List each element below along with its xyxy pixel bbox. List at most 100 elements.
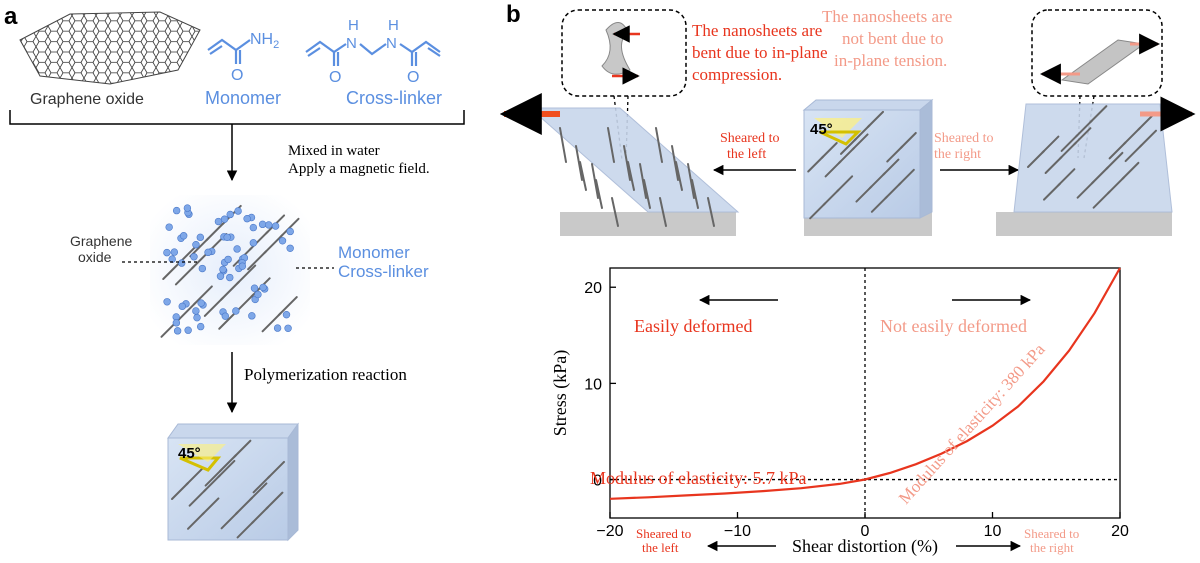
bottom-right-label1: Sheared to bbox=[1024, 526, 1079, 541]
crosslinker-o2: O bbox=[407, 69, 419, 86]
nanosheet-line bbox=[886, 145, 904, 163]
x-tick-label: 20 bbox=[1111, 523, 1129, 540]
crosslinker-n1: N bbox=[346, 35, 357, 52]
bottom-right-label2: the right bbox=[1030, 540, 1074, 555]
go-side-label2: oxide bbox=[78, 249, 112, 265]
nanosheet-line bbox=[820, 142, 838, 159]
monomer-dot bbox=[278, 237, 287, 245]
left-sheared-block bbox=[528, 107, 740, 236]
monomer-dot bbox=[197, 299, 205, 307]
nanosheet-line bbox=[1041, 135, 1060, 154]
notbent-line3: in-plane tension. bbox=[834, 51, 947, 70]
left-modulus-label: Modulus of elasticity: 5.7 kPa bbox=[590, 468, 806, 488]
nanosheet-line bbox=[591, 163, 599, 199]
nanosheet-line bbox=[659, 197, 667, 227]
monomer-dot bbox=[193, 313, 201, 322]
nanosheet-line bbox=[236, 264, 257, 285]
crosslinker-h1: H bbox=[348, 17, 359, 34]
nanosheet-line bbox=[203, 296, 224, 317]
dispersion-cluster bbox=[150, 195, 310, 345]
monomer-dot bbox=[173, 327, 182, 335]
monomer-dot bbox=[271, 222, 280, 230]
monomer-dot bbox=[254, 290, 262, 299]
monomer-dot bbox=[221, 312, 230, 320]
nanosheet-line bbox=[1091, 166, 1109, 185]
nanosheet-line bbox=[265, 491, 284, 510]
panel-b-label: b bbox=[506, 1, 521, 28]
nanosheet-line bbox=[277, 296, 298, 317]
easily-label: Easily deformed bbox=[634, 316, 752, 336]
monomer-dot bbox=[196, 233, 205, 242]
monomer-dot bbox=[234, 207, 242, 215]
center-block: 45° bbox=[802, 98, 934, 236]
nanosheet-line bbox=[882, 158, 900, 176]
nanosheet-line bbox=[559, 127, 567, 163]
nanosheet-line bbox=[675, 161, 683, 191]
monomer-dot bbox=[183, 204, 192, 212]
reagent-bracket bbox=[9, 110, 465, 125]
nanosheet-line bbox=[627, 161, 635, 191]
nanosheet-line bbox=[639, 163, 647, 199]
nanosheet-line bbox=[201, 497, 220, 516]
monomer-dot bbox=[192, 241, 200, 249]
monomer-nh2: NH2 bbox=[250, 31, 279, 51]
monomer-dot bbox=[249, 223, 258, 232]
go-label: Graphene oxide bbox=[30, 91, 144, 108]
monomer-dot bbox=[238, 262, 247, 270]
nanosheet-line bbox=[868, 172, 886, 190]
right-modulus-label: Modulus of elasticity: 380 kPa bbox=[895, 340, 1049, 508]
nanosheet-line bbox=[249, 482, 268, 501]
nanosheet-line bbox=[1060, 133, 1079, 152]
nanosheet-line bbox=[855, 185, 873, 203]
monomer-dot bbox=[286, 244, 294, 252]
bottom-left-label2: the left bbox=[642, 540, 679, 555]
nanosheet-line bbox=[174, 265, 195, 286]
bent-line1: The nanosheets are bbox=[692, 21, 822, 40]
graphene-oxide-sheet bbox=[19, 11, 201, 85]
nanosheet-line bbox=[233, 439, 252, 458]
nanosheet-line bbox=[1139, 129, 1157, 148]
x-tick-label: 10 bbox=[984, 523, 1002, 540]
monomer-dot bbox=[170, 248, 179, 256]
nanosheet-line bbox=[203, 474, 221, 493]
monomer-dot bbox=[265, 221, 273, 229]
monomer-dot bbox=[282, 310, 291, 319]
nanosheet-line bbox=[691, 179, 699, 209]
monomer-dot bbox=[179, 232, 188, 240]
nanosheet-line bbox=[853, 124, 871, 142]
monomer-dot bbox=[233, 245, 241, 253]
monomer-dot bbox=[178, 302, 186, 311]
bottom-left-label1: Sheared to bbox=[636, 526, 691, 541]
nanosheet-line bbox=[1121, 161, 1140, 180]
monomer-dot bbox=[249, 239, 258, 247]
nanosheet-line bbox=[235, 496, 253, 515]
monomer-dot bbox=[196, 322, 205, 331]
y-tick-label: 0 bbox=[593, 473, 602, 490]
nanosheet-line bbox=[807, 155, 825, 173]
nanosheet-line bbox=[267, 460, 285, 479]
nanosheet-line bbox=[809, 202, 827, 220]
monomer-dot bbox=[219, 265, 227, 274]
monomer-dot bbox=[172, 319, 181, 327]
nanosheet-line bbox=[1075, 119, 1093, 138]
monomer-dot bbox=[163, 298, 171, 306]
nanosheet-line bbox=[1044, 155, 1063, 174]
crosslinker-label: Cross-linker bbox=[346, 88, 442, 108]
monomer-dot bbox=[243, 215, 251, 223]
monomer-dot bbox=[177, 259, 186, 267]
nanosheet-line bbox=[595, 179, 603, 209]
monomer-dot bbox=[286, 227, 294, 236]
nanosheet-line bbox=[687, 163, 695, 199]
monomer-dot bbox=[259, 283, 267, 292]
monomer-dot bbox=[232, 307, 240, 315]
shear-left1: Sheared to bbox=[720, 131, 779, 146]
nanosheet-line bbox=[1089, 105, 1108, 124]
nanosheet-line bbox=[188, 488, 207, 507]
monomer-dot bbox=[220, 215, 229, 223]
stress-curve bbox=[609, 267, 1121, 500]
monomer-structure bbox=[207, 38, 251, 64]
bent-line2: bent due to in-plane bbox=[692, 43, 828, 62]
mix-line2: Apply a magnetic field. bbox=[288, 161, 430, 177]
nanosheet-line bbox=[884, 182, 902, 200]
monomer-o: O bbox=[231, 67, 243, 84]
